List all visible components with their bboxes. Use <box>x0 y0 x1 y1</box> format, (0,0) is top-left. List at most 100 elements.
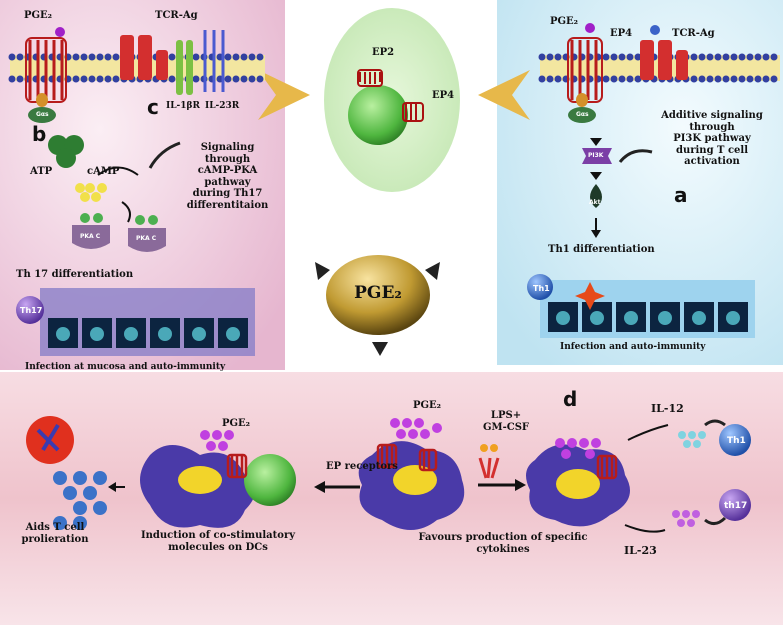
signaling-line: through <box>204 153 251 165</box>
membrane-bead <box>714 53 722 61</box>
t-cell <box>93 471 107 485</box>
membrane-bead <box>738 75 746 83</box>
th17-curve <box>704 516 727 525</box>
panel-letter-a: a <box>674 183 688 207</box>
membrane-bead <box>72 53 80 61</box>
additive-line: Additive signaling <box>661 110 763 121</box>
membrane-bead <box>730 75 738 83</box>
pge2-label-tr: PGE₂ <box>550 16 579 27</box>
membrane-bead <box>746 53 754 61</box>
pge2-egg <box>326 255 430 335</box>
infection-label-tl: Infection at mucosa and auto-immunity <box>25 362 226 372</box>
additive-line: during T cell <box>675 144 749 156</box>
th1-diff-label: Th1 differentiation <box>548 244 655 255</box>
pi3k-box <box>582 148 612 164</box>
arrow-down-3-head <box>591 230 601 238</box>
membrane-bead <box>762 53 770 61</box>
membrane-bead <box>16 75 24 83</box>
membrane-bead <box>192 53 200 61</box>
membrane-bead <box>224 53 232 61</box>
gas-label-tl: Gαs <box>36 111 49 118</box>
center-ep2-receptor <box>357 69 383 87</box>
induction-label: Induction of co-stimulatory molecules on… <box>138 530 298 553</box>
arrow-down-2 <box>590 172 602 180</box>
panel-letter-c: c <box>147 95 159 119</box>
membrane-bead <box>192 75 200 83</box>
antigen-dot-tr <box>650 25 660 35</box>
membrane-bead <box>168 53 176 61</box>
th1-curve <box>704 419 726 427</box>
damage-star-tr <box>575 282 605 310</box>
pge2-dots-right <box>555 438 601 459</box>
membrane-bead <box>240 75 248 83</box>
membrane-bead <box>112 75 120 83</box>
membrane-bead <box>80 75 88 83</box>
lps-gmcsf-label: LPS+ GM-CSF <box>476 410 536 433</box>
epithelial-nucleus <box>692 311 706 325</box>
membrane-bead <box>762 75 770 83</box>
epithelial-nucleus <box>226 327 240 341</box>
t-cell <box>53 471 67 485</box>
additive-line: activation <box>684 156 740 167</box>
proliferating-t-cells <box>53 471 107 530</box>
pka-left <box>72 213 110 249</box>
egg-arrow-ur <box>425 262 440 280</box>
center-t-cell <box>348 85 408 145</box>
ep2-label: EP2 <box>372 47 395 58</box>
membrane-bead <box>722 75 730 83</box>
membrane-bead <box>88 75 96 83</box>
gas-protein-tl <box>28 107 56 123</box>
center-ep4-receptor <box>402 102 424 122</box>
induction-line: Induction of co-stimulatory <box>140 530 296 541</box>
signaling-text-tl: Signaling through cAMP-PKA pathway durin… <box>175 142 280 211</box>
epithelial-nucleus <box>658 311 672 325</box>
egg-arrow-down <box>372 342 388 356</box>
membrane-bead <box>754 53 762 61</box>
membrane-bead <box>8 53 16 61</box>
membrane-bead <box>618 53 626 61</box>
signaling-arrow-tr <box>618 149 653 163</box>
camp-label: cAMP <box>87 166 120 177</box>
pge2-dots-left <box>200 430 234 451</box>
t-cell <box>93 501 107 515</box>
arrow-il23 <box>624 524 666 533</box>
membrane-bead <box>626 75 634 83</box>
pka-label-left: PKA C <box>80 233 101 240</box>
membrane-bead <box>538 53 546 61</box>
mucosa-cells-tl <box>48 318 248 348</box>
epithelial-nucleus <box>590 311 604 325</box>
membrane-bead <box>88 53 96 61</box>
t-cell <box>73 471 87 485</box>
pka-right <box>128 215 166 252</box>
membrane-bead <box>714 75 722 83</box>
membrane-bead <box>104 53 112 61</box>
epithelial-nucleus <box>158 327 172 341</box>
membrane-bead <box>240 53 248 61</box>
membrane-bead <box>112 53 120 61</box>
t-cell-bottom <box>244 454 296 506</box>
th17-cell-label-tl: Th17 <box>20 306 43 315</box>
dc-nucleus-right <box>556 469 600 499</box>
th17-cell-bottom <box>719 489 751 521</box>
additive-text-tr: Additive signaling through PI3K pathway … <box>652 110 772 168</box>
il23r-receptor <box>203 30 225 92</box>
ep4-label-center: EP4 <box>432 90 455 101</box>
membrane-bead <box>8 75 16 83</box>
favours-label: Favours production of specific cytokines <box>408 532 598 555</box>
gas-subunit-tr <box>576 93 588 107</box>
membrane-bead <box>96 75 104 83</box>
membrane-bead <box>738 53 746 61</box>
gas-label-tr: Gαs <box>576 111 589 118</box>
il23-label: IL-23 <box>624 544 657 557</box>
gold-arrowhead-right <box>478 70 530 120</box>
tcr-receptor-top-right <box>640 40 688 80</box>
pge2-label-bottom-mid: PGE₂ <box>413 400 442 411</box>
signaling-line: during Th17 <box>192 188 263 199</box>
membrane-bead <box>618 75 626 83</box>
membrane-bead <box>256 75 264 83</box>
signaling-arrow-tl <box>148 141 181 169</box>
membrane-bead <box>722 53 730 61</box>
membrane-bead <box>96 53 104 61</box>
akt-drop <box>590 184 602 208</box>
